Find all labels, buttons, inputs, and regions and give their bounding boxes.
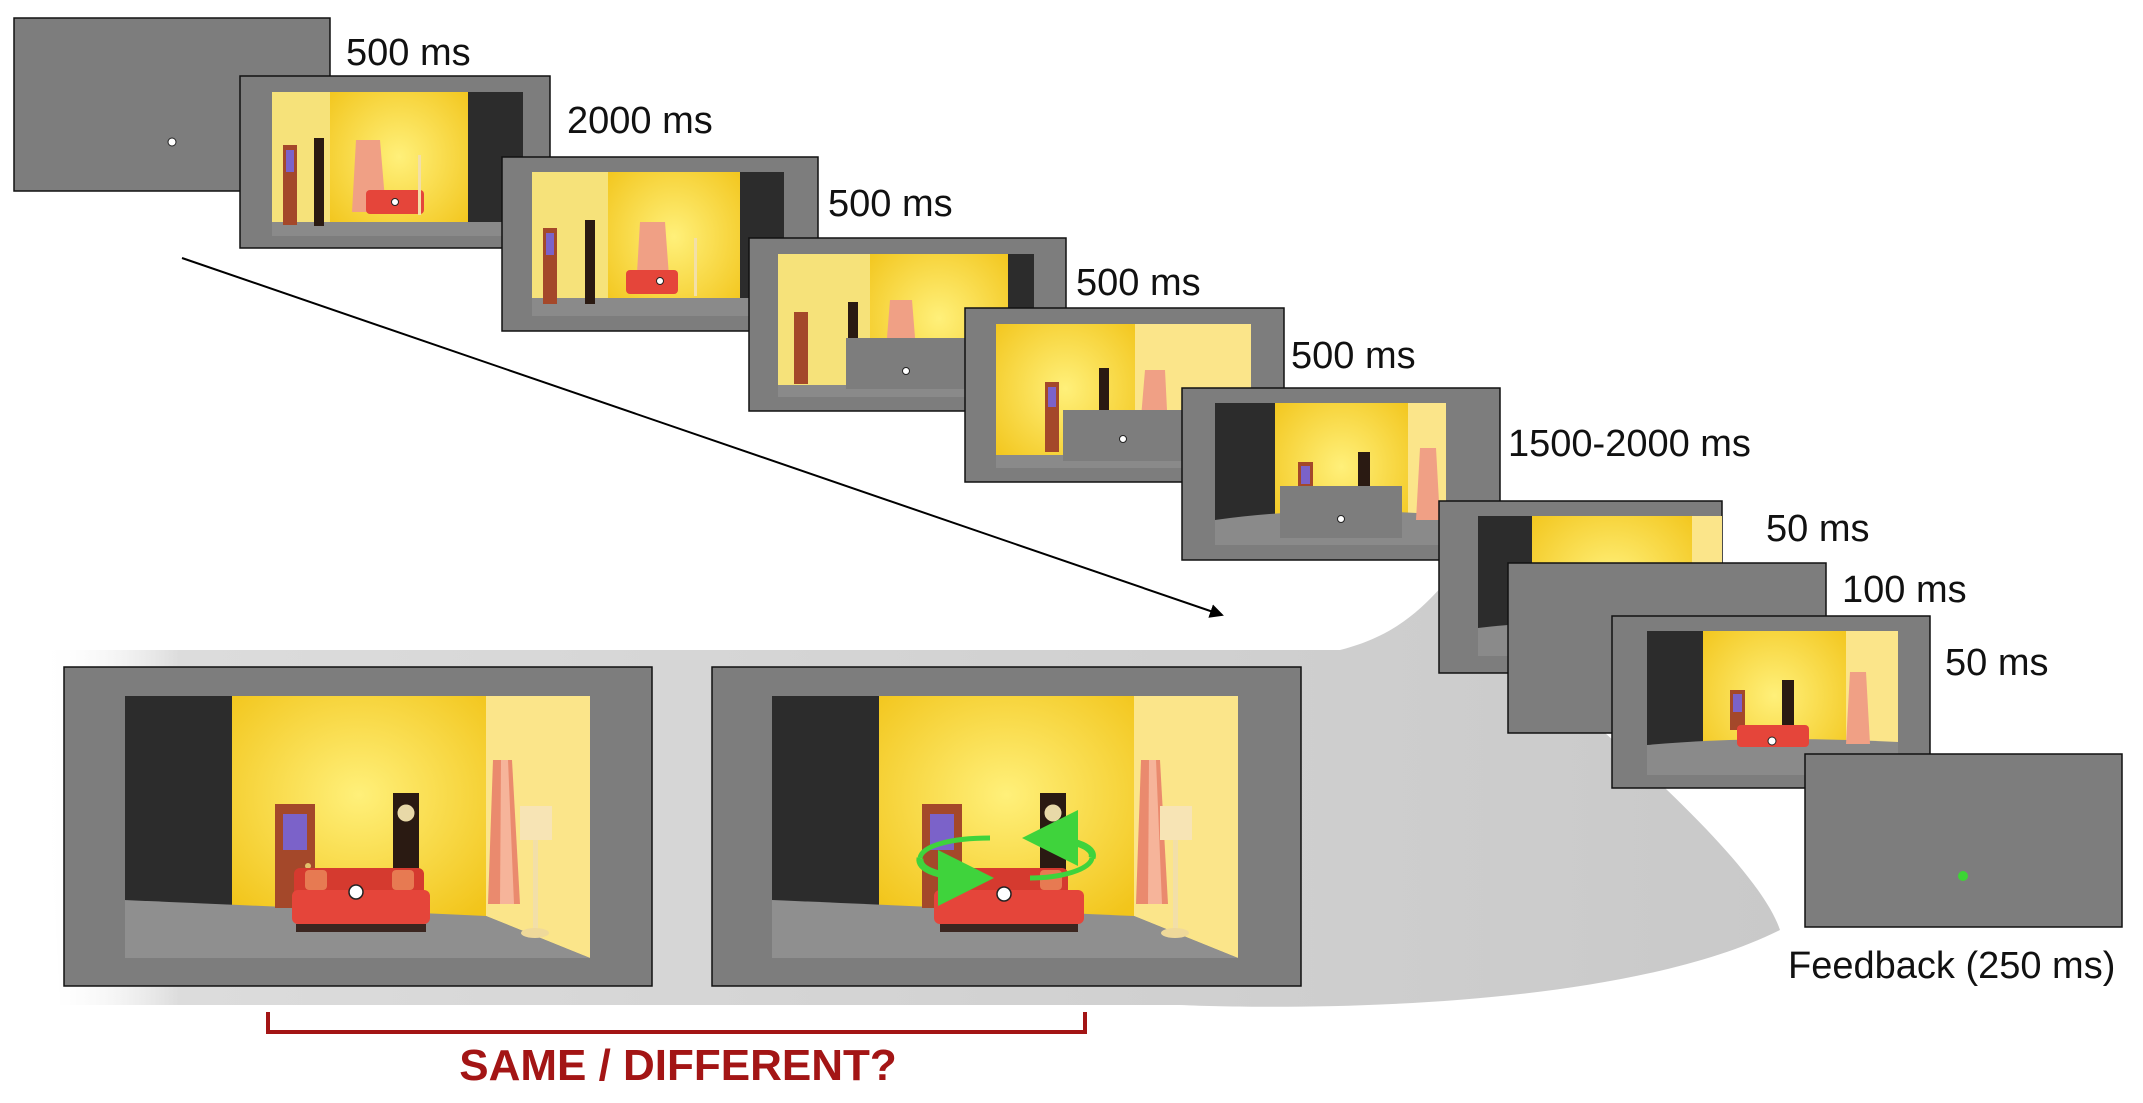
door-knob [305,863,311,869]
duration-label-5: 500 ms [1291,335,1416,377]
grandfather-clock [585,220,595,304]
door-window [1048,387,1056,407]
fixation-dot [348,884,364,900]
door-window [286,150,294,172]
door-window [283,814,307,850]
duration-label-3: 500 ms [828,183,953,225]
duration-label-4: 500 ms [1076,262,1201,304]
curtain [1416,448,1440,520]
sofa [1737,725,1809,747]
lamp-pole [533,840,538,932]
duration-label-6: 1500-2000 ms [1508,423,1751,465]
floor-lamp [418,155,421,215]
door [794,312,808,384]
duration-label-9: 50 ms [1945,642,2049,684]
study-scene-panel [63,666,653,987]
test-scene-panel [711,666,1302,987]
time-arrow [181,257,1224,618]
door-window [1301,466,1310,484]
curtain [1846,672,1870,744]
clock-face [396,803,416,823]
rotation-arrow-bottom [916,849,994,906]
duration-label-1: 500 ms [346,32,471,74]
sofa-legs [296,924,426,932]
lamp-base [521,928,549,938]
grandfather-clock [1782,680,1794,732]
lamp-shade [1160,806,1192,840]
sofa-pillow [305,870,327,890]
duration-label-8: 100 ms [1842,569,1967,611]
lamp-pole [1173,840,1178,932]
duration-label-2: 2000 ms [567,100,713,142]
occluder [1280,486,1402,538]
sofa-pillow [392,870,414,890]
comparison-bracket [266,1012,1087,1034]
feedback-label: Feedback (250 ms) [1788,945,2116,987]
duration-label-7: 50 ms [1766,508,1870,550]
door-window [546,233,554,255]
lamp-base [1161,928,1189,938]
lamp-shade [520,806,552,840]
fixation-dot [996,886,1012,902]
door-window [1733,694,1742,712]
fixation-dot [167,137,177,147]
clock-face [1043,803,1063,823]
sofa [626,270,678,294]
curtain [886,300,916,350]
floor-lamp [694,238,697,296]
feedback-dot [1958,871,1968,881]
same-different-question: SAME / DIFFERENT? [459,1041,897,1090]
rotation-arrow-top [1022,810,1096,867]
frame-feedback [1804,753,2123,928]
sofa-seat [292,890,430,924]
grandfather-clock [314,138,324,226]
sofa-legs [940,924,1078,932]
